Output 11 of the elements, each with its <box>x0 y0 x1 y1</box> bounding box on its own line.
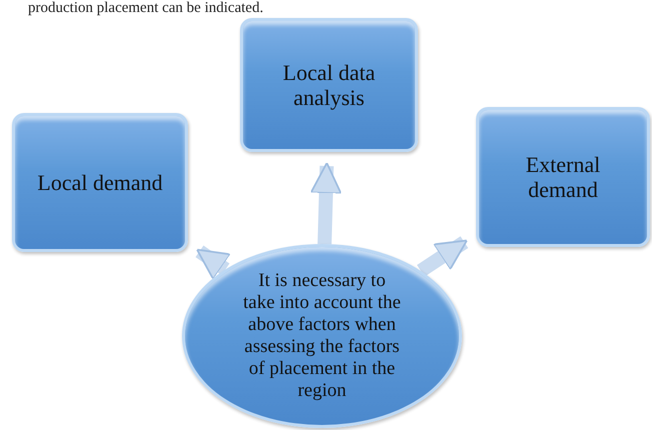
rounded-box <box>476 107 650 247</box>
rounded-box <box>240 18 418 152</box>
rounded-box <box>12 113 188 252</box>
block-arrow <box>310 162 342 244</box>
node-text: Local demand <box>37 170 163 196</box>
node-text: Local data analysis <box>282 60 376 110</box>
cut-off-sentence: production placement can be indicated. <box>28 0 264 16</box>
block-arrow <box>196 246 232 280</box>
node-text: It is necessary to take into account the above factors when assessing the factors of placement in the region <box>243 270 401 402</box>
block-arrow <box>416 236 468 277</box>
node-text: External demand <box>524 152 602 202</box>
